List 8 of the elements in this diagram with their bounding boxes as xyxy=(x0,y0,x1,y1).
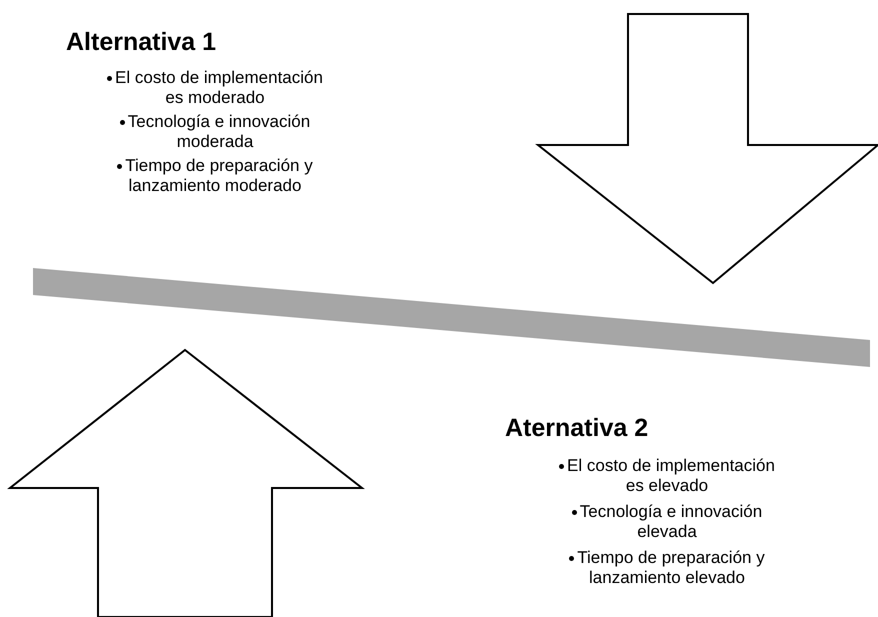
bullet-text: Tecnología e innovación moderada xyxy=(128,112,310,151)
bullet-text: Tiempo de preparación y lanzamiento elevado xyxy=(577,548,765,587)
heading: Alternativa 1 xyxy=(66,28,216,56)
heading: Aternativa 2 xyxy=(505,414,648,442)
bullet-text: El costo de implementación es moderado xyxy=(115,68,323,107)
bullet-text: Tecnología e innovación elevada xyxy=(580,502,762,541)
bullet-text: El costo de implementación es elevado xyxy=(567,456,775,495)
bullet-text: Tiempo de preparación y lanzamiento moderado xyxy=(125,156,313,195)
